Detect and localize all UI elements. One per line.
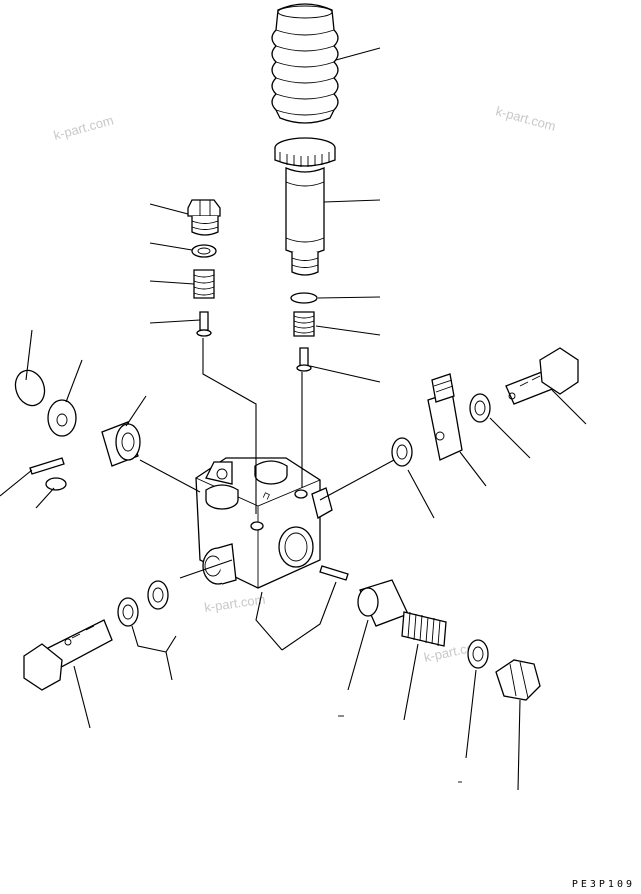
- washer-small-left: [45, 477, 67, 491]
- snap-ring: [14, 369, 46, 407]
- washer-bottom-right: [467, 639, 489, 669]
- leader-lines: [0, 47, 587, 791]
- watermark-3: k-part.com: [203, 592, 266, 615]
- plug-top-left: [187, 199, 221, 236]
- banjo-bolt-right: [505, 347, 579, 405]
- bushing-left: [47, 399, 77, 437]
- pin-center: [319, 565, 349, 581]
- pin-left: [29, 457, 65, 475]
- banjo-bolt-left: [23, 619, 113, 691]
- svg-text:⊓: ⊓: [261, 491, 272, 503]
- sleeve: [357, 579, 409, 627]
- spring-left: [193, 269, 215, 299]
- check-valve-center: [296, 347, 312, 372]
- spring-bottom-right: [401, 611, 447, 647]
- watermark-2: k-part.com: [494, 103, 557, 133]
- drawing-code: PE3P109: [571, 879, 635, 890]
- watermark-1: k-part.com: [52, 113, 115, 143]
- gasket-right-1: [391, 437, 413, 467]
- pump-body: ⊓: [195, 457, 333, 589]
- plug-bottom-right: [495, 659, 541, 701]
- o-ring-small: [290, 292, 318, 304]
- gasket-bottom-left-2: [147, 580, 169, 610]
- spring-center: [293, 311, 315, 337]
- priming-pump-plunger: [274, 137, 336, 276]
- gasket-right-2: [469, 393, 491, 423]
- bellows-boot: [271, 3, 339, 124]
- gasket-left: [191, 244, 217, 258]
- union-fitting-right: [427, 373, 463, 461]
- connector-fitting: [101, 421, 141, 467]
- gasket-bottom-left-1: [117, 597, 139, 627]
- check-valve-left: [196, 311, 212, 337]
